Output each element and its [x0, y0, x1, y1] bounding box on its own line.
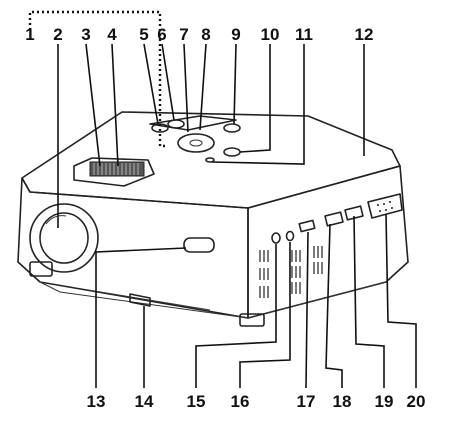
- lens: [29, 203, 99, 273]
- callout-2: 2: [53, 25, 62, 44]
- button-9: [223, 123, 241, 133]
- leader-20: [385, 213, 417, 388]
- leader-18: [325, 223, 343, 388]
- callout-7: 7: [179, 25, 188, 44]
- callout-1: 1: [25, 25, 34, 44]
- front-foot-left: [29, 261, 53, 277]
- audio-port: [271, 232, 281, 244]
- callout-19: 19: [375, 392, 394, 411]
- hdmi-port: [324, 211, 344, 227]
- side-vents: [259, 246, 323, 298]
- callouts: 1 2 3 4 5 6 7 8 9 10 11 12 13 14 15 16 1…: [25, 25, 425, 411]
- callout-16: 16: [231, 392, 250, 411]
- ir-receiver: [183, 237, 215, 253]
- focus-wheel: [73, 157, 155, 187]
- dpad-ring: [177, 133, 215, 153]
- leader-17: [305, 231, 309, 389]
- adjust-lever: [87, 289, 211, 311]
- dpad-center: [189, 139, 203, 147]
- front-foot-right: [239, 313, 265, 327]
- av-port: [285, 230, 295, 242]
- leader-9: [233, 43, 237, 125]
- leader-3: [85, 43, 101, 167]
- callout-18: 18: [333, 392, 352, 411]
- button-10: [223, 147, 241, 157]
- callout-10: 10: [261, 25, 280, 44]
- button-6: [167, 119, 185, 129]
- leader-15: [195, 244, 277, 388]
- callout-8: 8: [201, 25, 210, 44]
- vga-port: [367, 193, 403, 219]
- leader-lines: [28, 10, 417, 389]
- control-panel: [149, 115, 241, 163]
- callout-4: 4: [107, 25, 117, 44]
- projector-body: [17, 111, 409, 319]
- ports: [271, 193, 403, 244]
- leader-8: [199, 43, 207, 131]
- leader-11: [211, 44, 305, 165]
- callout-12: 12: [355, 25, 374, 44]
- callout-17: 17: [297, 392, 316, 411]
- led-11: [205, 157, 215, 163]
- callout-6: 6: [157, 25, 166, 44]
- leader-1: [28, 10, 168, 148]
- callout-15: 15: [187, 392, 206, 411]
- leader-4: [111, 43, 119, 167]
- callout-3: 3: [81, 25, 90, 44]
- leader-16: [239, 242, 291, 388]
- sd-slot: [298, 219, 316, 233]
- callout-5: 5: [139, 25, 148, 44]
- usb-port: [344, 205, 364, 221]
- leader-13: [95, 247, 187, 388]
- leader-7: [183, 43, 189, 133]
- callout-11: 11: [295, 25, 313, 44]
- callout-14: 14: [135, 392, 154, 411]
- leader-5: [143, 43, 159, 125]
- leader-10: [239, 44, 271, 153]
- leader-19: [353, 215, 385, 388]
- callout-13: 13: [87, 392, 106, 411]
- leader-6: [161, 43, 175, 121]
- callout-9: 9: [231, 25, 240, 44]
- callout-20: 20: [407, 392, 426, 411]
